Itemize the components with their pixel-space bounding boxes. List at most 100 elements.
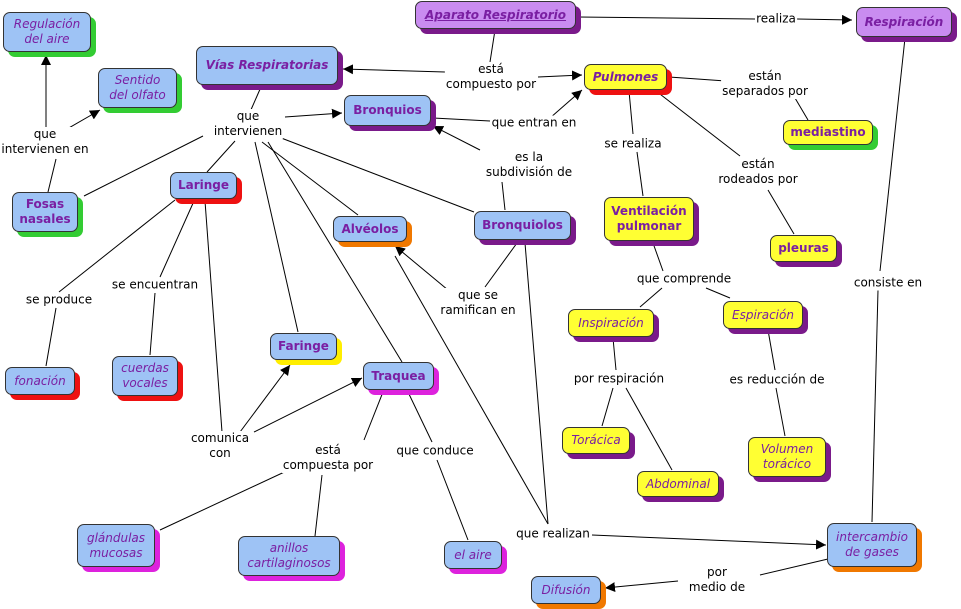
node-label-line: cartilaginosos <box>247 556 331 570</box>
link-label-que-se-ramifican-en: que se ramifican en <box>439 288 517 318</box>
connector-line <box>537 70 583 81</box>
node-ventilacion-pulmonar[interactable]: Ventilación pulmonar <box>604 197 694 241</box>
connector-line <box>314 474 323 537</box>
node-pleuras[interactable]: pleuras <box>770 235 837 262</box>
link-label-line: intervienen en <box>1 142 89 156</box>
node-intercambio-de-gases[interactable]: intercambio de gases <box>827 523 917 567</box>
connector-line <box>636 151 644 197</box>
node-label: Vías Respiratorias <box>205 58 329 72</box>
node-label: Espiración <box>732 307 794 322</box>
connector-line <box>767 329 776 371</box>
connector-line <box>66 109 101 130</box>
node-bronquios[interactable]: Bronquios <box>344 95 431 126</box>
link-label-se-realiza: se realiza <box>603 136 663 152</box>
link-label-line: con <box>209 446 231 460</box>
connector-line <box>342 64 446 75</box>
node-label-line: Regulación <box>13 17 81 31</box>
link-label-line: intervienen <box>213 124 283 138</box>
node-fonacion[interactable]: fonación <box>5 367 75 395</box>
link-label-line: están <box>748 69 782 83</box>
connector-line <box>871 289 879 523</box>
connector-line <box>58 199 176 293</box>
node-regulacion-del-aire[interactable]: Regulación del aire <box>3 12 91 52</box>
link-label-line: medio de <box>688 580 746 594</box>
link-label-consiste-en: consiste en <box>852 275 924 291</box>
link-label-que-comprende: que comprende <box>635 271 733 287</box>
node-cuerdas-vocales[interactable]: cuerdas vocales <box>112 356 178 396</box>
connector-line <box>254 141 299 333</box>
connector-line <box>549 89 583 119</box>
node-difusion[interactable]: Difusión <box>531 576 601 604</box>
connector-line <box>604 580 679 593</box>
connector-line <box>639 287 663 308</box>
node-label-line: de gases <box>845 545 899 559</box>
node-label-line: mucosas <box>89 545 143 560</box>
link-label-se-produce: se produce <box>24 292 94 308</box>
link-label-line: separados por <box>722 84 808 98</box>
node-label: Aparato Respiratorio <box>424 7 567 22</box>
node-label: Laringe <box>177 178 230 192</box>
node-label-line: nasales <box>19 212 71 226</box>
connector-line <box>204 200 223 433</box>
link-label-line: compuesto por <box>445 77 537 91</box>
node-pulmones[interactable]: Pulmones <box>584 64 667 90</box>
connector-line <box>794 97 809 121</box>
node-label: Difusión <box>541 582 591 597</box>
connector-line <box>83 135 204 197</box>
node-toracica[interactable]: Torácica <box>562 427 630 454</box>
node-label-line: Ventilación <box>611 204 687 218</box>
node-label: Traquea <box>371 368 426 383</box>
link-label-que-entran-en: que entran en <box>490 115 578 131</box>
link-label-por-medio-de: por medio de <box>687 565 747 595</box>
connector-line <box>261 141 359 216</box>
connector-line <box>628 90 634 135</box>
node-anillos-cartilaginosos[interactable]: anillos cartilaginosos <box>238 536 340 576</box>
link-label-line: que <box>33 127 57 141</box>
node-fosas-nasales[interactable]: Fosas nasales <box>12 192 78 232</box>
node-vias-respiratorias[interactable]: Vías Respiratorias <box>196 46 338 85</box>
link-label-se-encuentran: se encuentran <box>110 277 200 293</box>
node-label-line: intercambio <box>836 530 908 544</box>
connector-line <box>705 287 731 299</box>
node-label-line: del aire <box>24 32 70 46</box>
connector-line <box>775 387 786 437</box>
node-glandulas-mucosas[interactable]: glándulas mucosas <box>77 524 155 567</box>
node-label: Respiración <box>864 14 944 29</box>
node-el-aire[interactable]: el aire <box>444 541 502 569</box>
node-mediastino[interactable]: mediastino <box>783 120 873 145</box>
node-label-line: cuerdas <box>121 361 169 375</box>
node-label-line: Sentido <box>114 73 161 87</box>
node-volumen-toracico[interactable]: Volumen torácico <box>748 437 826 477</box>
node-laringe[interactable]: Laringe <box>170 172 237 199</box>
node-abdominal[interactable]: Abdominal <box>637 471 719 497</box>
connector-line <box>275 135 475 213</box>
link-label-line: compuesta por <box>282 458 374 472</box>
node-sentido-del-olfato[interactable]: Sentido del olfato <box>98 68 177 108</box>
node-inspiracion[interactable]: Inspiración <box>568 309 654 337</box>
connector-line <box>577 16 756 20</box>
connector-line <box>759 558 829 576</box>
link-label-line: está <box>315 443 341 457</box>
link-label-esta-compuesta-por: está compuesta por <box>281 443 375 473</box>
node-respiracion[interactable]: Respiración <box>856 7 952 37</box>
connector-line <box>501 181 506 211</box>
node-alveolos[interactable]: Alvéolos <box>333 216 407 242</box>
node-label: pleuras <box>778 241 829 255</box>
connector-line <box>239 364 291 433</box>
node-faringe[interactable]: Faringe <box>270 333 337 360</box>
node-aparato-respiratorio[interactable]: Aparato Respiratorio <box>415 1 576 29</box>
connector-line <box>47 158 57 193</box>
link-label-line: rodeados por <box>718 172 798 186</box>
connector-line <box>394 245 449 291</box>
node-espiracion[interactable]: Espiración <box>723 301 803 329</box>
node-label-line: glándulas <box>86 530 146 545</box>
connector-line <box>159 467 294 531</box>
connector-line <box>767 189 795 235</box>
node-traquea[interactable]: Traquea <box>363 362 434 390</box>
node-label-line: del olfato <box>109 88 166 102</box>
node-label: Alvéolos <box>341 221 399 236</box>
link-label-line: comunica <box>190 431 250 445</box>
node-label: Faringe <box>278 339 329 353</box>
node-bronquiolos[interactable]: Bronquiolos <box>474 211 571 240</box>
connector-line <box>253 377 363 433</box>
